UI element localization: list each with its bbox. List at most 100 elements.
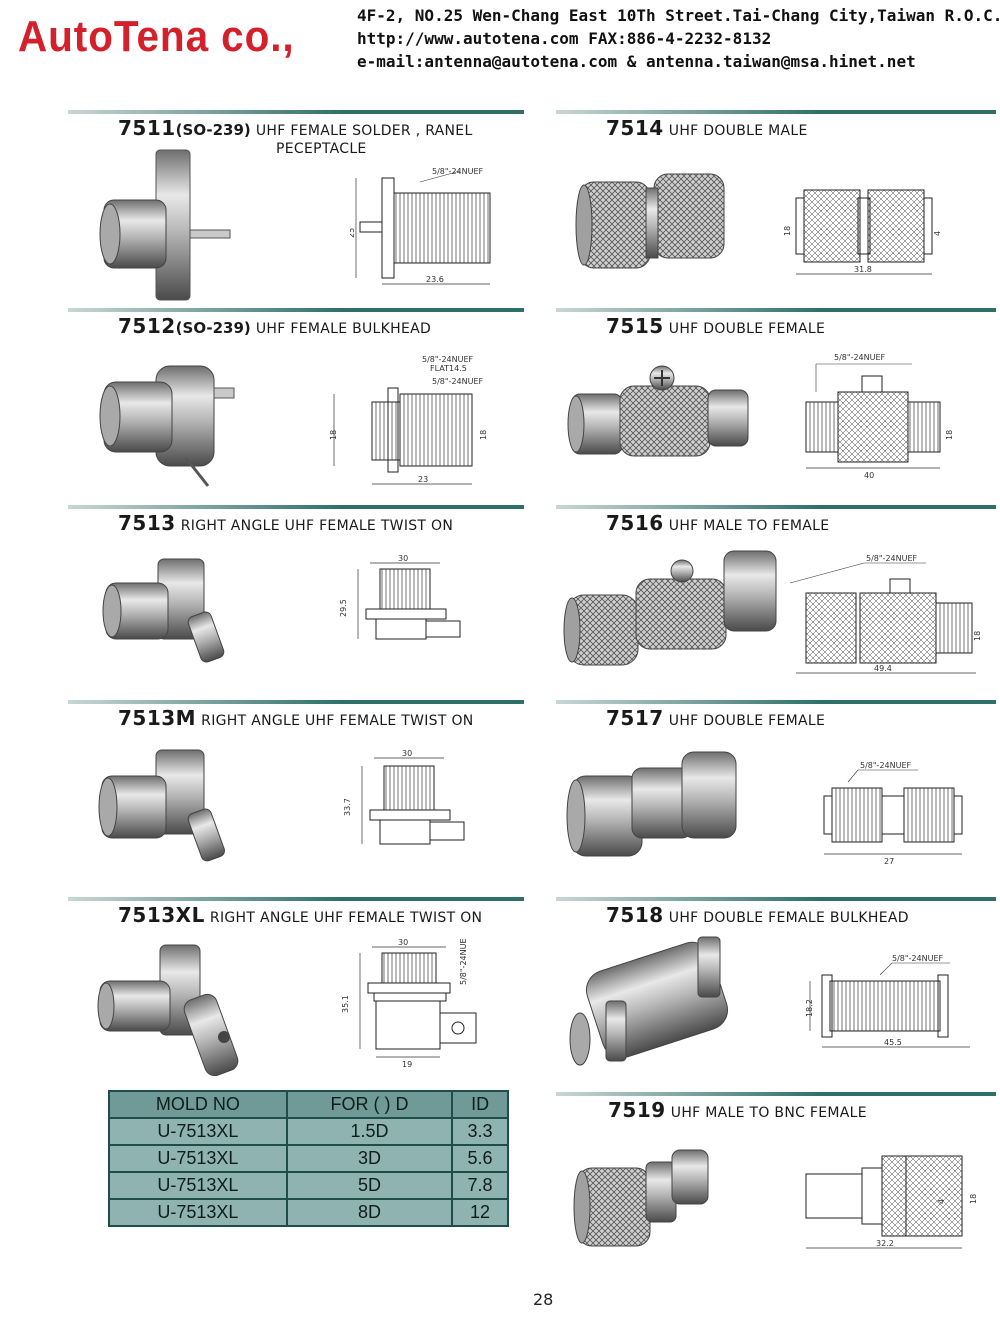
- dim-label: 27: [884, 857, 894, 866]
- product-description: RIGHT ANGLE UHF FEMALE TWIST ON: [209, 910, 483, 926]
- dim-label: 5/8"-24NUEF: [834, 353, 886, 362]
- dim-label: 18.2: [805, 999, 814, 1017]
- company-logo: AutoTena co.,: [18, 12, 295, 61]
- dim-label: 18: [945, 430, 954, 440]
- dim-label: 5/8"-24NUEF: [860, 761, 912, 770]
- table-header-row: MOLD NO FOR ( ) D ID: [108, 1090, 509, 1119]
- dimension-drawing: 5/8"-24NUEF 18 49.4: [789, 554, 982, 674]
- dimension-drawing: 5/8"-24NUEF 27: [823, 761, 963, 866]
- product-7517: 7517 UHF DOUBLE FEMALE 5/8"-24NUEF 27: [556, 700, 996, 896]
- product-subcode: (SO-239): [175, 121, 251, 139]
- table-row: U-7513XL 3D 5.6: [108, 1144, 509, 1173]
- product-title: 7514 UHF DOUBLE MALE: [606, 116, 808, 140]
- section-divider: [556, 110, 996, 114]
- product-7513xl: 7513XL RIGHT ANGLE UHF FEMALE TWIST ON 3…: [68, 897, 524, 1087]
- section-divider: [556, 897, 996, 901]
- product-7513: 7513 RIGHT ANGLE UHF FEMALE TWIST ON 30 …: [68, 505, 524, 699]
- product-description: RIGHT ANGLE UHF FEMALE TWIST ON: [180, 518, 454, 534]
- dim-label: 5/8"-24NUEF: [459, 939, 468, 985]
- product-number: 7517: [606, 706, 664, 730]
- dim-label: FLAT14.5: [430, 364, 467, 373]
- dimension-drawing: 5/8"-24NUEF 18 40: [805, 353, 954, 480]
- dim-label: 45.5: [884, 1038, 902, 1047]
- product-7516: 7516 UHF MALE TO FEMALE 5/8"-24NUEF 18 4…: [556, 505, 996, 699]
- product-description: UHF DOUBLE FEMALE BULKHEAD: [668, 910, 909, 926]
- product-title: 7516 UHF MALE TO FEMALE: [606, 511, 829, 535]
- column-header: FOR ( ) D: [285, 1090, 454, 1119]
- dimension-drawing: 30 5/8"-24NUEF 35.1 19: [341, 939, 477, 1069]
- table-cell: 12: [451, 1198, 509, 1227]
- dim-label: 4: [933, 231, 942, 236]
- product-number: 7514: [606, 116, 664, 140]
- product-photo: [99, 365, 235, 487]
- dim-label: 5/8"-24NUEF: [432, 168, 484, 176]
- table-cell: U-7513XL: [108, 1198, 288, 1227]
- section-divider: [68, 110, 524, 114]
- product-photo: [563, 550, 777, 666]
- section-divider: [556, 308, 996, 312]
- dim-label: 35.1: [341, 995, 350, 1013]
- product-7515: 7515 UHF DOUBLE FEMALE 5/8"-24NUEF 18 40: [556, 308, 996, 504]
- dimension-drawing: 30 33.7: [343, 749, 465, 845]
- dim-label: 29.5: [339, 599, 348, 617]
- dimension-drawing: 5/8"-24NUEF 18.2 45.5: [805, 954, 970, 1048]
- product-photo: [97, 944, 239, 1077]
- table-cell: 7.8: [451, 1171, 509, 1200]
- page-number: 28: [533, 1290, 554, 1309]
- dim-label: 49.4: [874, 664, 892, 673]
- product-description: UHF MALE TO FEMALE: [668, 518, 830, 534]
- product-7518: 7518 UHF DOUBLE FEMALE BULKHEAD 5/8"-24N…: [556, 897, 996, 1087]
- section-divider: [556, 700, 996, 704]
- dim-label: 18: [330, 430, 338, 440]
- product-photo: [566, 751, 737, 857]
- dim-label: 23: [418, 475, 428, 484]
- dimension-drawing: 4 18 32.2: [805, 1155, 978, 1249]
- product-title: 7511(SO-239) UHF FEMALE SOLDER , RANEL: [118, 116, 473, 140]
- product-7512: 7512(SO-239) UHF FEMALE BULKHEAD 5/8"-24…: [68, 308, 524, 504]
- dim-label: 18: [969, 1194, 978, 1204]
- mold-table: MOLD NO FOR ( ) D ID U-7513XL 1.5D 3.3 U…: [108, 1090, 509, 1227]
- dim-label: 5/8"-24NUEF: [892, 954, 944, 963]
- contact-block: 4F-2, NO.25 Wen-Chang East 10Th Street.T…: [357, 4, 1000, 73]
- column-header: ID: [451, 1090, 509, 1119]
- dimension-drawing: 18 4 31.8: [783, 189, 942, 275]
- product-photo: [575, 173, 725, 269]
- product-number: 7518: [606, 903, 664, 927]
- product-number: 7516: [606, 511, 664, 535]
- dim-label: 4: [937, 1199, 946, 1204]
- table-row: U-7513XL 5D 7.8: [108, 1171, 509, 1200]
- product-title: 7512(SO-239) UHF FEMALE BULKHEAD: [118, 314, 431, 338]
- product-7511: 7511(SO-239) UHF FEMALE SOLDER , RANEL P…: [68, 110, 524, 306]
- table-cell: 5D: [285, 1171, 454, 1200]
- product-number: 7513M: [118, 706, 197, 730]
- product-number: 7515: [606, 314, 664, 338]
- product-number: 7513XL: [118, 903, 205, 927]
- product-description: UHF FEMALE BULKHEAD: [255, 321, 432, 337]
- column-header: MOLD NO: [108, 1090, 288, 1119]
- product-title: 7513M RIGHT ANGLE UHF FEMALE TWIST ON: [118, 706, 474, 730]
- product-number: 7511: [118, 116, 176, 140]
- dim-label: 30: [398, 939, 408, 947]
- table-cell: 3.3: [451, 1117, 509, 1146]
- product-subcode: (SO-239): [175, 319, 251, 337]
- dimension-drawing: 30 29.5: [339, 555, 461, 640]
- dim-label: 32.2: [876, 1239, 894, 1248]
- address-line: 4F-2, NO.25 Wen-Chang East 10Th Street.T…: [357, 6, 1000, 25]
- dim-label: 31.8: [854, 265, 872, 274]
- section-divider: [556, 505, 996, 509]
- table-row: U-7513XL 8D 12: [108, 1198, 509, 1227]
- web-fax-line: http://www.autotena.com FAX:886-4-2232-8…: [357, 29, 772, 48]
- product-description: RIGHT ANGLE UHF FEMALE TWIST ON: [201, 713, 474, 729]
- table-cell: 3D: [285, 1144, 454, 1173]
- table-cell: U-7513XL: [108, 1144, 288, 1173]
- product-description: UHF FEMALE SOLDER , RANEL: [255, 123, 473, 139]
- section-divider: [556, 1092, 996, 1096]
- dimension-drawing: 5/8"-24NUEF 25 23.6: [350, 168, 491, 285]
- section-divider: [68, 308, 524, 312]
- product-title: 7513XL RIGHT ANGLE UHF FEMALE TWIST ON: [118, 903, 482, 927]
- product-photo: [102, 558, 225, 663]
- table-cell: U-7513XL: [108, 1171, 288, 1200]
- product-title: 7518 UHF DOUBLE FEMALE BULKHEAD: [606, 903, 909, 927]
- dim-label: 40: [864, 471, 874, 480]
- product-photo: [567, 365, 749, 457]
